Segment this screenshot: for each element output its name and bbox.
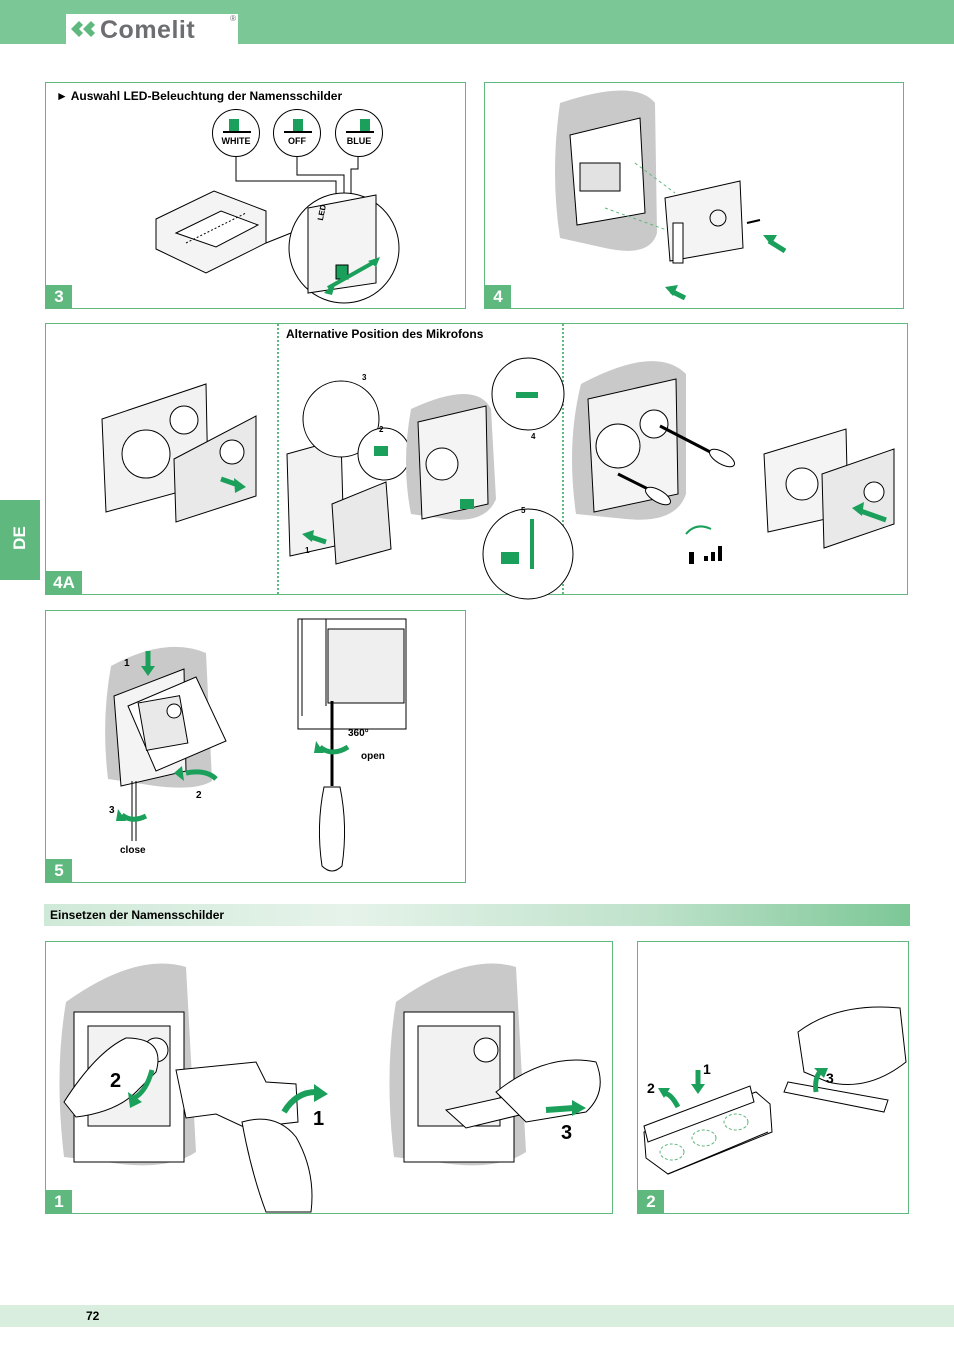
panel-3-badge: 3 [46, 285, 72, 309]
led-green-icon [223, 119, 251, 133]
panel-3-caption: ► Auswahl LED-Beleuchtung der Namensschi… [56, 89, 343, 103]
panel-3: ► Auswahl LED-Beleuchtung der Namensschi… [45, 82, 466, 309]
panel-1-badge: 1 [46, 1190, 72, 1214]
brand-logo: Comelit ® [66, 14, 238, 44]
step-label: 3 [362, 373, 367, 382]
panel-2-badge: 2 [638, 1190, 664, 1214]
step-label: 3 [109, 805, 115, 816]
led-off-label: OFF [288, 136, 306, 146]
led-green-icon [284, 119, 312, 133]
panel-5-badge: 5 [46, 859, 72, 883]
close-label: close [120, 845, 146, 856]
step-label: 1 [703, 1061, 711, 1077]
front-plate-illustration [101, 357, 895, 600]
nameplate-insert-illustration [643, 1006, 907, 1175]
rotate-label: 360° [348, 728, 369, 739]
step-label: 3 [826, 1070, 834, 1086]
registered-mark: ® [230, 14, 236, 23]
brand-name: Comelit [100, 16, 196, 44]
step-label: 1 [305, 546, 310, 555]
open-label: open [361, 751, 385, 762]
page-number: 72 [86, 1309, 100, 1323]
led-blue: BLUE [335, 109, 383, 157]
divider-right [562, 324, 564, 594]
panel-1: 2 1 3 1 [45, 941, 613, 1214]
language-tab: DE [0, 500, 40, 580]
section-header: Einsetzen der Namensschilder [44, 904, 910, 926]
panel-4-badge: 4 [485, 285, 511, 309]
panel-4a-caption: Alternative Position des Mikrofons [286, 327, 484, 341]
panel-4a: Alternative Position des Mikrofons [45, 323, 908, 600]
step-label: 2 [379, 425, 384, 434]
panel-4: 4 [484, 82, 904, 309]
comelit-mark-icon [71, 21, 95, 37]
led-board-illustration [155, 157, 400, 304]
step-label: 4 [531, 432, 536, 441]
panel-2: 1 2 3 2 [637, 941, 909, 1214]
led-blue-label: BLUE [346, 136, 372, 146]
frame-install-illustration [555, 90, 787, 301]
panel-4a-badge: 4A [46, 571, 82, 595]
step-label: 5 [521, 506, 526, 515]
step-label: 2 [647, 1080, 655, 1096]
footer-bar: 72 [0, 1305, 954, 1327]
section-title: Einsetzen der Namensschilder [50, 908, 225, 922]
led-white-label: WHITE [221, 136, 251, 146]
led-off: OFF [273, 109, 321, 157]
step-label: 2 [196, 790, 202, 801]
nameplate-remove-illustration [59, 963, 601, 1213]
step-label: 3 [561, 1122, 573, 1144]
frame-lock-illustration [105, 618, 407, 872]
step-label: 2 [110, 1070, 122, 1092]
divider-left [277, 324, 279, 594]
step-label: 1 [313, 1108, 325, 1130]
language-tab-label: DE [10, 526, 29, 550]
led-white: WHITE [212, 109, 260, 157]
step-label: 1 [124, 658, 130, 669]
led-green-icon [346, 119, 374, 133]
panel-5: 1 2 3 close 360° open 5 [45, 610, 466, 883]
